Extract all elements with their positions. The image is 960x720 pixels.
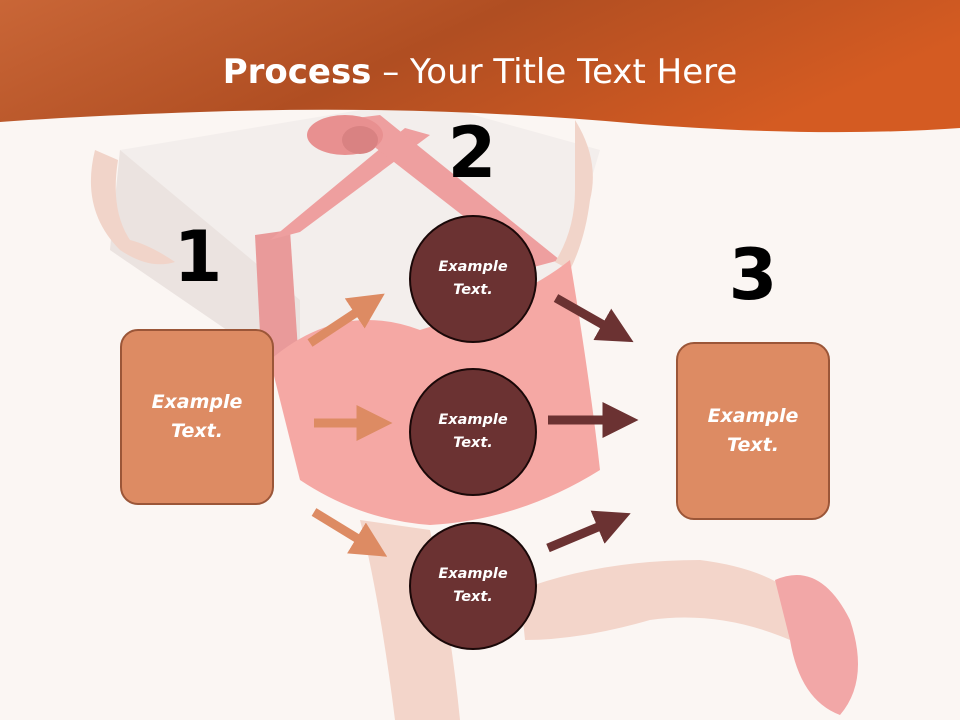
step-number-3: 3: [728, 234, 778, 316]
step-2-circle-bottom: Example Text.: [409, 522, 537, 650]
circle-text: Example Text.: [438, 566, 508, 605]
title-bold: Process: [222, 52, 372, 92]
title-rest: – Your Title Text Here: [371, 52, 738, 92]
arrow-top-to-3: [553, 294, 634, 343]
step-2-circle-top: Example Text.: [409, 215, 537, 343]
step-2-circle-middle: Example Text.: [409, 368, 537, 496]
step-1-box: Example Text.: [120, 329, 274, 505]
circle-text: Example Text.: [438, 259, 508, 298]
step-number-1: 1: [173, 216, 223, 298]
arrow-1-to-top: [307, 293, 385, 347]
circle-text: Example Text.: [438, 412, 508, 451]
step-number-2: 2: [447, 112, 497, 194]
step-1-box-text: Example Text.: [151, 391, 243, 442]
slide-title: Process – Your Title Text Here: [0, 52, 960, 92]
step-3-box-text: Example Text.: [707, 405, 799, 456]
step-3-box: Example Text.: [676, 342, 830, 520]
arrow-bottom-to-3: [546, 510, 631, 553]
arrow-1-to-bottom: [311, 508, 388, 557]
